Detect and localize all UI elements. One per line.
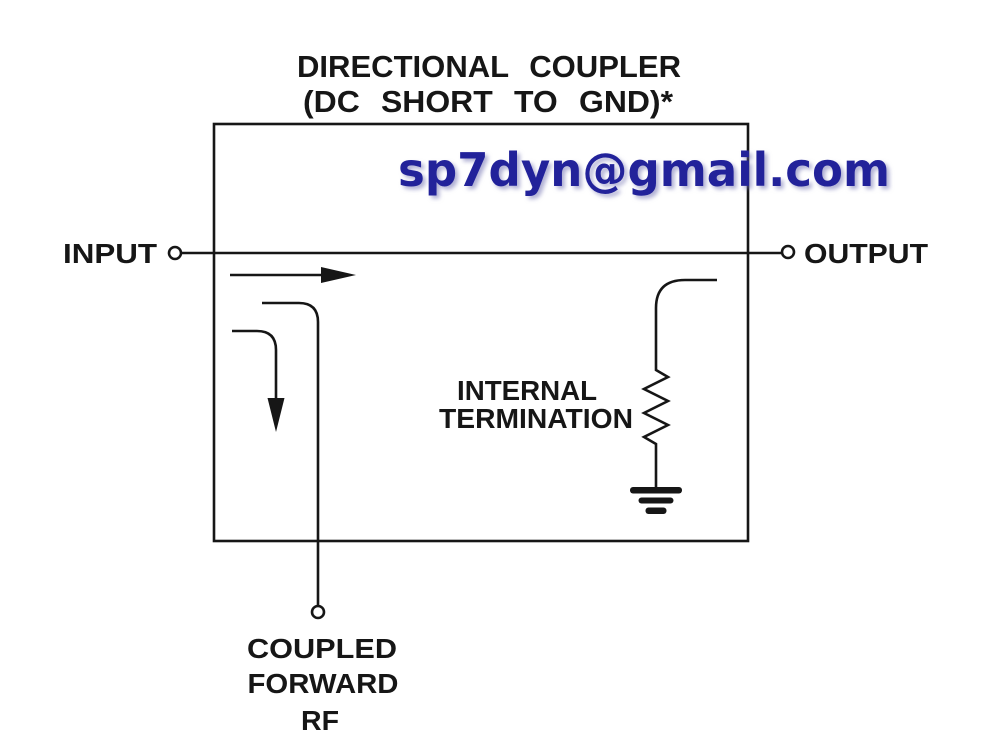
watermark-email: sp7dyn@gmail.com [398, 143, 890, 197]
ground-icon-bar1 [630, 487, 682, 494]
output-terminal [780, 244, 796, 260]
coupled-line [262, 301, 320, 606]
coupled-terminal [310, 604, 326, 620]
ground-icon-bar3 [645, 507, 667, 514]
coupled-port-label-line1: COUPLED [247, 633, 397, 664]
coupling-arrow-head-icon [267, 398, 285, 432]
coupled-port-label-line3: RF [301, 705, 339, 736]
input-terminal [167, 245, 183, 261]
diagram-title-line1: DIRECTIONAL COUPLER [297, 49, 681, 84]
internal-termination-label-line2: TERMINATION [439, 403, 633, 434]
coupler-body-box [212, 122, 750, 543]
diagram-title-line2: (DC SHORT TO GND)* [303, 84, 674, 119]
coupled-port-label-line2: FORWARD [248, 668, 399, 699]
termination-resistor [641, 278, 717, 489]
internal-termination-label-line1: INTERNAL [457, 375, 597, 406]
forward-arrow-head-icon [321, 267, 356, 283]
input-label: INPUT [63, 238, 157, 269]
ground-icon-bar2 [638, 497, 674, 504]
coupling-arrow-shaft [232, 329, 278, 400]
output-label: OUTPUT [804, 238, 928, 269]
